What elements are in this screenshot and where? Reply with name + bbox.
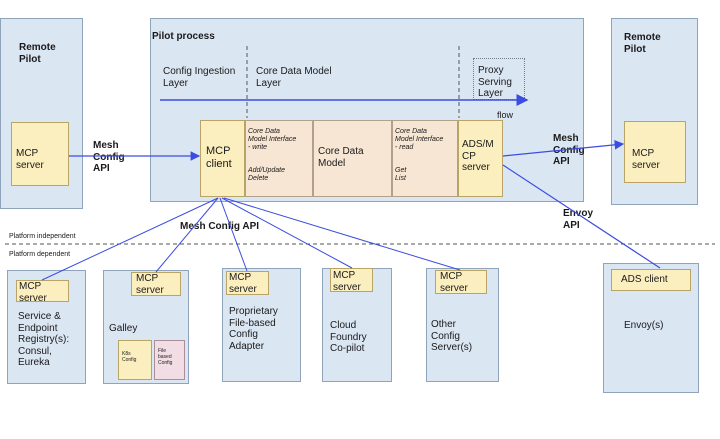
mcp-client-label: MCP client	[206, 145, 232, 170]
other-config-line	[223, 197, 461, 271]
platform-dependent-label: Platform dependent	[9, 251, 71, 258]
core-data-model-layer: Core Data Model Layer	[256, 66, 332, 89]
file-adapter-mcp-server	[226, 271, 269, 295]
file-based-config	[154, 340, 185, 380]
add-update-delete-label: Add/Update Delete	[248, 167, 285, 183]
registry-label: Service & Endpoint Registry(s): Consul, …	[18, 311, 70, 368]
platform-independent-label: Platform independent	[9, 233, 76, 240]
k8s-config	[118, 340, 152, 380]
galley-label: Galley	[109, 323, 138, 334]
right-api-line	[502, 140, 625, 157]
cloud-foundry-mcp-server	[330, 268, 373, 292]
get-list-label: Get List	[395, 167, 407, 183]
ads-client	[611, 269, 691, 291]
pilot-process-title: Pilot process	[152, 31, 215, 42]
file-adapter-label: Proprietary File-based Config Adapter	[229, 306, 278, 352]
ads-client-label: ADS client	[621, 274, 668, 285]
galley-mcp-server	[131, 272, 181, 296]
remote-pilot-left-mcp-server	[11, 122, 69, 186]
other-config-mcp-server	[435, 270, 487, 294]
remote-pilot-left-title: Remote Pilot	[19, 42, 56, 65]
other-config-mcp-label: MCP server	[440, 271, 468, 294]
core-data-model-interface-write	[245, 120, 313, 197]
core-data-model-label: Core Data Model	[318, 146, 364, 169]
ads-mcp-server	[458, 120, 503, 197]
other-config-label: Other Config Server(s)	[431, 319, 473, 353]
remote-pilot-left-mcp-label: MCP server	[16, 148, 44, 171]
proxy-serving-layer: Proxy Serving Layer	[478, 65, 512, 99]
mesh-config-api-center: Mesh Config API	[180, 221, 260, 232]
remote-pilot-right-mcp-server	[624, 121, 686, 183]
mcp-client	[200, 120, 245, 197]
registry-line	[41, 197, 219, 281]
envoy-api-line	[502, 164, 661, 269]
remote-pilot-right-mcp-label: MCP server	[632, 148, 660, 171]
galley-line	[155, 197, 219, 273]
registry-mcp-server	[16, 280, 69, 302]
file-adapter-line	[219, 197, 248, 272]
cloud-foundry-label: Cloud Foundry Co-pilot	[330, 320, 367, 354]
core-data-model	[313, 120, 392, 197]
registry-mcp-label: MCP server	[19, 281, 47, 304]
cloud-foundry-line	[221, 197, 353, 269]
config-ingestion-layer: Config Ingestion Layer	[163, 66, 236, 89]
remote-pilot-right-title: Remote Pilot	[624, 32, 661, 55]
k8s-config-label: K8s Config	[122, 351, 137, 363]
cloud-foundry-mcp-label: MCP server	[333, 270, 361, 293]
file-adapter-mcp-label: MCP server	[229, 272, 257, 295]
file-based-config-label: File based Config	[158, 348, 173, 366]
envoy-label: Envoy(s)	[624, 320, 664, 331]
galley-mcp-label: MCP server	[136, 273, 164, 296]
cdm-write-label: Core Data Model Interface - write	[248, 128, 297, 152]
cdm-read-label: Core Data Model Interface - read	[395, 128, 444, 152]
flow-label: flow	[497, 110, 514, 120]
core-data-model-interface-read	[392, 120, 458, 197]
mesh-config-api-left: Mesh Config API	[93, 140, 125, 174]
ads-mcp-server-label: ADS/M CP server	[462, 139, 494, 173]
